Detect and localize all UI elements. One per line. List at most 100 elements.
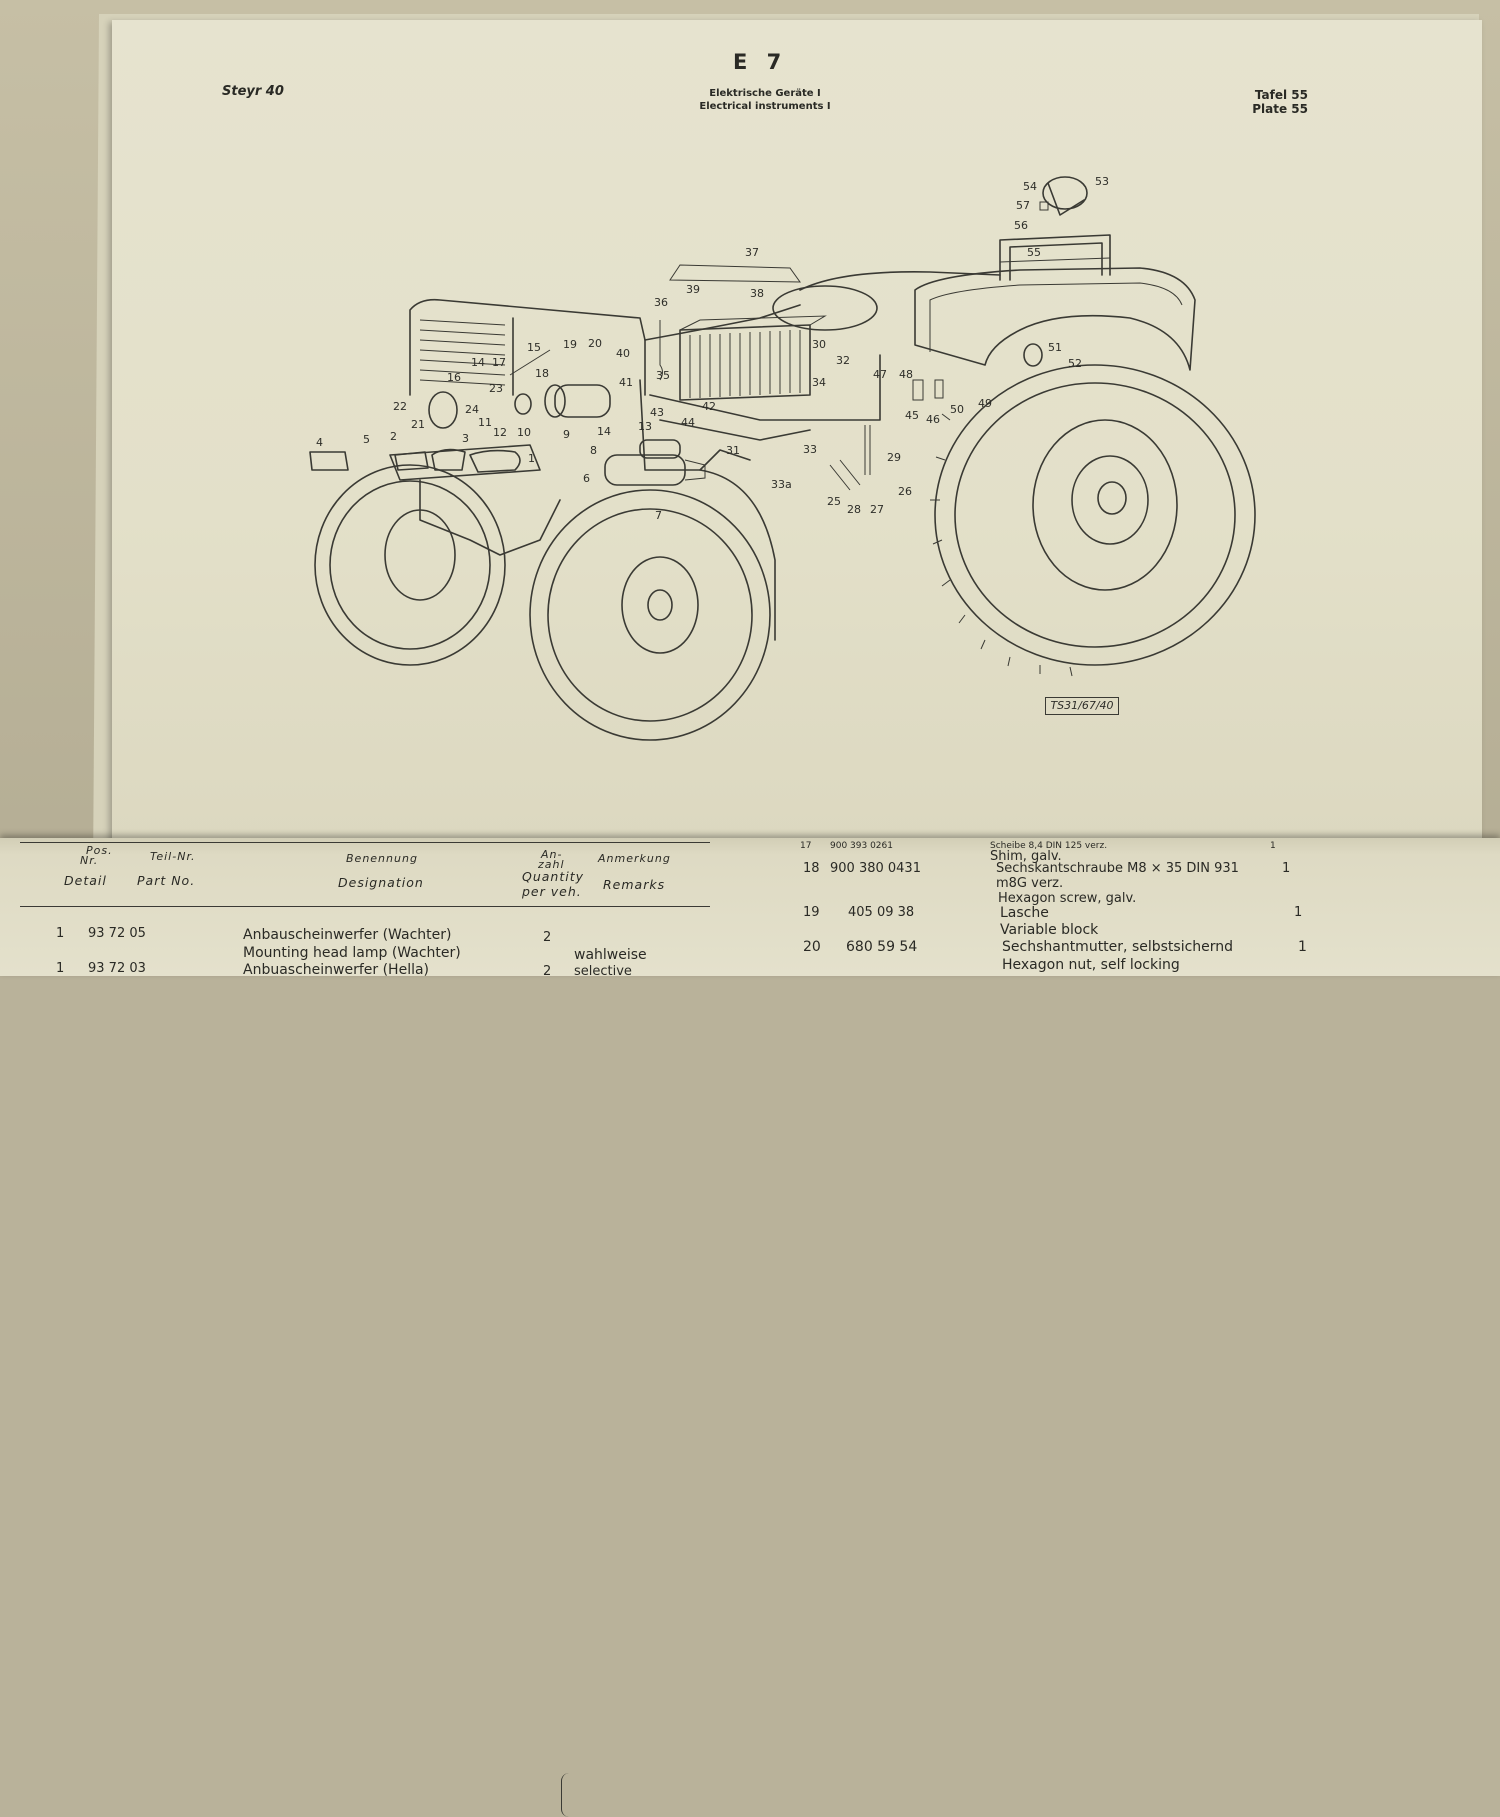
left-row-1-name-en: Mounting head lamp (Wachter) xyxy=(243,945,461,961)
svg-text:4: 4 xyxy=(316,436,323,449)
svg-text:11: 11 xyxy=(478,416,492,429)
right-row-19-name-en: Variable block xyxy=(1000,922,1099,938)
svg-text:9: 9 xyxy=(563,428,570,441)
svg-text:26: 26 xyxy=(898,485,912,498)
header-designation: Designation xyxy=(338,875,424,890)
tafel-number: Tafel 55 xyxy=(1254,88,1308,102)
tractor-body xyxy=(409,264,1001,471)
right-row-17-qty: 1 xyxy=(1270,841,1276,851)
svg-text:42: 42 xyxy=(702,400,716,413)
svg-text:56: 56 xyxy=(1014,219,1028,232)
header-pos: Pos. xyxy=(86,844,113,857)
right-row-18-name-de2: m8G verz. xyxy=(996,876,1064,891)
right-row-20-name-de: Sechshantmutter, selbstsichernd xyxy=(1002,939,1234,955)
right-row-18-qty: 1 xyxy=(1282,861,1291,876)
svg-text:6: 6 xyxy=(583,472,590,485)
svg-text:30: 30 xyxy=(812,338,826,351)
svg-text:1: 1 xyxy=(528,452,535,465)
svg-text:48: 48 xyxy=(899,368,913,381)
rear-fender xyxy=(914,267,1196,371)
parts-list-strip: Pos. Nr. Teil-Nr. Benennung An- zahl Anm… xyxy=(0,838,1500,1817)
svg-text:57: 57 xyxy=(1016,199,1030,212)
right-row-19-pos: 19 xyxy=(803,905,820,920)
svg-text:22: 22 xyxy=(393,400,407,413)
svg-text:37: 37 xyxy=(745,246,759,259)
svg-text:14: 14 xyxy=(471,356,485,369)
plate-number: Plate 55 xyxy=(1252,102,1308,116)
front-wheels xyxy=(314,464,776,741)
svg-text:50: 50 xyxy=(950,403,964,416)
tractor-exploded-diagram: 37 39 36 38 30 32 34 40 35 15 19 20 14 1… xyxy=(309,175,1256,741)
svg-text:43: 43 xyxy=(650,406,664,419)
header-quantity-1: Quantity xyxy=(522,869,585,884)
svg-text:16: 16 xyxy=(447,371,461,384)
svg-text:18: 18 xyxy=(535,367,549,380)
header-top-rule xyxy=(20,842,710,843)
svg-text:44: 44 xyxy=(681,416,695,429)
title-english: Electrical instruments I xyxy=(699,101,831,112)
right-row-18-name-en: Hexagon screw, galv. xyxy=(998,891,1137,906)
header-remarks: Remarks xyxy=(603,877,666,892)
svg-text:54: 54 xyxy=(1023,180,1037,193)
rear-wheel xyxy=(930,364,1256,677)
header-anmerkung: Anmerkung xyxy=(598,852,671,865)
battery xyxy=(679,315,827,401)
left-row-2-qty: 2 xyxy=(543,964,552,979)
svg-text:46: 46 xyxy=(926,413,940,426)
svg-text:41: 41 xyxy=(619,376,633,389)
model-name: Steyr 40 xyxy=(222,84,284,99)
left-row-1-qty: 2 xyxy=(543,930,552,945)
svg-text:14: 14 xyxy=(597,425,611,438)
starter-motor xyxy=(604,439,706,486)
svg-text:45: 45 xyxy=(905,409,919,422)
svg-text:29: 29 xyxy=(887,451,901,464)
left-row-1-remark-en: selective xyxy=(574,964,632,979)
svg-text:28: 28 xyxy=(847,503,861,516)
svg-text:49: 49 xyxy=(978,397,992,410)
generator xyxy=(544,384,611,418)
header-benennung: Benennung xyxy=(346,852,418,865)
svg-text:12: 12 xyxy=(493,426,507,439)
svg-text:7: 7 xyxy=(655,509,662,522)
svg-text:20: 20 xyxy=(588,337,602,350)
svg-text:40: 40 xyxy=(616,347,630,360)
svg-text:32: 32 xyxy=(836,354,850,367)
svg-text:3: 3 xyxy=(462,432,469,445)
header-quantity-2: per veh. xyxy=(522,884,582,899)
right-row-19-qty: 1 xyxy=(1294,905,1303,920)
svg-text:52: 52 xyxy=(1068,357,1082,370)
svg-text:2: 2 xyxy=(390,430,397,443)
svg-text:38: 38 xyxy=(750,287,764,300)
right-row-17-pos: 17 xyxy=(800,841,812,851)
svg-text:21: 21 xyxy=(411,418,425,431)
left-row-2-pos: 1 xyxy=(56,961,65,976)
roll-bar xyxy=(999,234,1111,281)
left-row-1-part: 93 72 05 xyxy=(88,926,146,941)
right-row-18-name-de: Sechskantschraube M8 × 35 DIN 931 xyxy=(996,861,1239,876)
right-row-20-qty: 1 xyxy=(1298,939,1307,955)
svg-text:36: 36 xyxy=(654,296,668,309)
header-part-no: Part No. xyxy=(137,873,196,888)
right-row-20-pos: 20 xyxy=(803,939,821,955)
header-teil-nr: Teil-Nr. xyxy=(150,850,196,863)
small-parts xyxy=(428,320,1043,491)
svg-text:19: 19 xyxy=(563,338,577,351)
svg-text:8: 8 xyxy=(590,444,597,457)
drawing-code-box: TS31/67/40 xyxy=(1045,697,1119,715)
svg-text:27: 27 xyxy=(870,503,884,516)
svg-text:33: 33 xyxy=(803,443,817,456)
left-row-1-remark-de: wahlweise xyxy=(574,947,647,963)
right-row-17-part: 900 393 0261 xyxy=(830,841,893,851)
svg-text:55: 55 xyxy=(1027,246,1041,259)
title-german: Elektrische Geräte I xyxy=(709,88,821,99)
right-row-17-name-en: Shim, galv. xyxy=(990,849,1062,864)
catalog-page xyxy=(112,20,1482,848)
svg-text:39: 39 xyxy=(686,283,700,296)
svg-text:35: 35 xyxy=(656,369,670,382)
right-row-20-name-en: Hexagon nut, self locking xyxy=(1002,957,1180,973)
header-bottom-rule xyxy=(20,906,710,907)
svg-text:13: 13 xyxy=(638,420,652,433)
right-row-18-pos: 18 xyxy=(803,861,820,876)
svg-text:17: 17 xyxy=(492,356,506,369)
left-row-2-name-de: Anbuascheinwerfer (Hella) xyxy=(243,962,430,978)
